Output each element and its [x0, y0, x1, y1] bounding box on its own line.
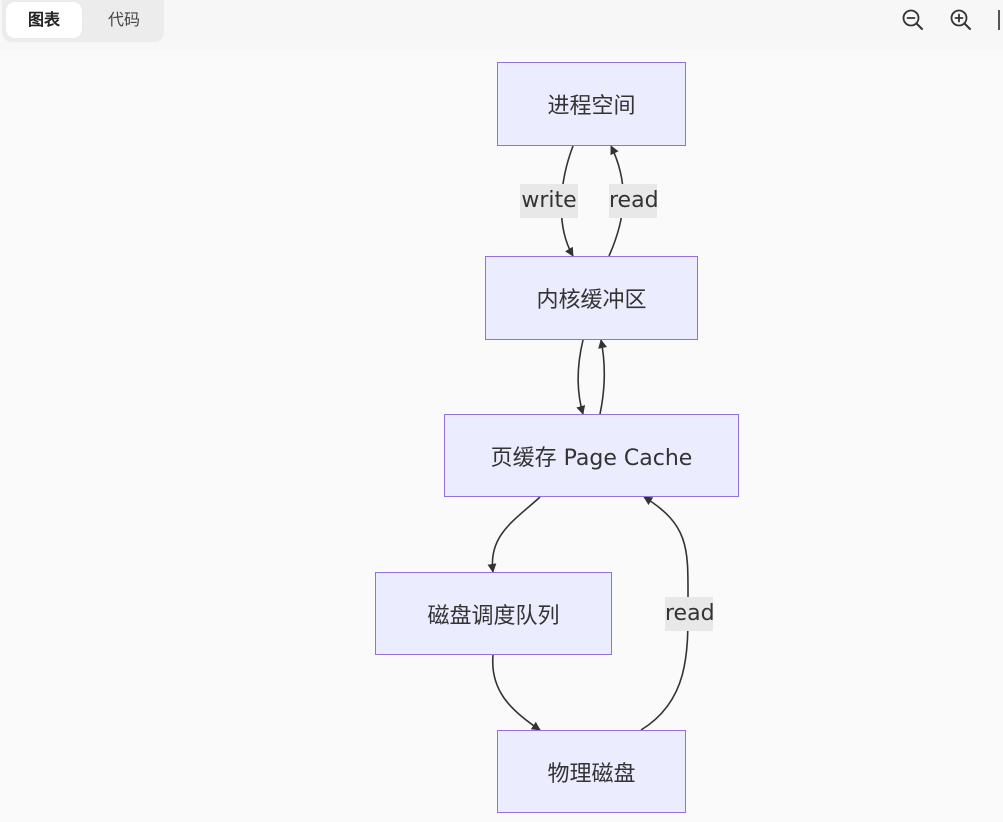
- edge-label-write: write: [520, 184, 578, 218]
- node-page-cache-label: 页缓存 Page Cache: [490, 445, 693, 471]
- tab-code[interactable]: 代码: [107, 10, 140, 29]
- zoom-in-button[interactable]: [948, 7, 974, 33]
- view-tabs: 图表 代码: [2, 0, 164, 42]
- node-kernel-buffer[interactable]: 内核缓冲区: [485, 256, 698, 340]
- zoom-in-icon: [950, 9, 971, 30]
- toolbar: 图表 代码: [0, 0, 1003, 50]
- edge-queue-to-disk: [491, 654, 541, 731]
- zoom-out-button[interactable]: [900, 7, 926, 33]
- edge-label-read-kernel: read: [609, 184, 659, 218]
- tab-diagram[interactable]: 图表: [6, 2, 82, 38]
- node-disk-queue-label: 磁盘调度队列: [427, 603, 560, 629]
- zoom-out-icon: [902, 9, 923, 30]
- edge-label-read-disk: read: [665, 597, 715, 631]
- node-disk-queue[interactable]: 磁盘调度队列: [375, 572, 612, 655]
- edge-pagecache-to-kernel: [598, 339, 607, 415]
- node-process-space[interactable]: 进程空间: [497, 62, 686, 146]
- node-physical-disk-label: 物理磁盘: [547, 761, 636, 787]
- edge-kernel-to-pagecache: [576, 339, 586, 415]
- node-physical-disk[interactable]: 物理磁盘: [497, 730, 686, 813]
- node-kernel-buffer-label: 内核缓冲区: [536, 288, 647, 313]
- toolbar-divider: [998, 10, 1000, 30]
- node-process-space-label: 进程空间: [547, 94, 636, 119]
- node-page-cache[interactable]: 页缓存 Page Cache: [444, 414, 739, 497]
- edge-pagecache-to-queue: [487, 496, 541, 573]
